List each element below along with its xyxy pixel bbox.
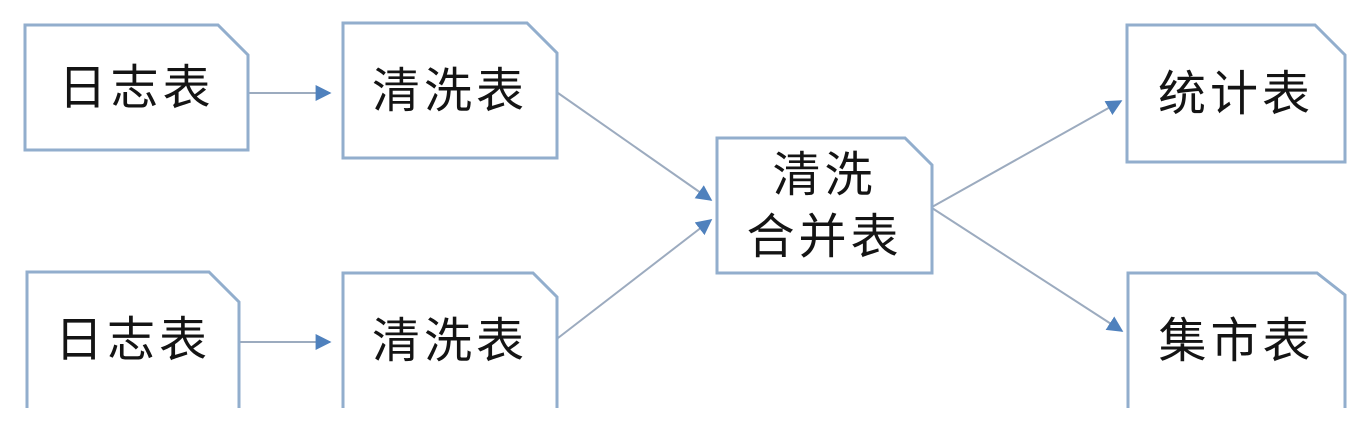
- node-label-clean-merge-line-1: 清洗: [772, 146, 877, 203]
- edge-clean2-to-merge: [557, 219, 713, 339]
- edge-merge-to-mart: [931, 207, 1124, 332]
- node-label-stats-table: 统计表: [1157, 65, 1314, 122]
- node-label-clean-table-1: 清洗表: [371, 62, 528, 119]
- node-label-log-table-2: 日志表: [54, 312, 211, 368]
- node-clean-merge-table: [715, 136, 934, 275]
- node-stats-table: [1125, 23, 1347, 164]
- node-label-log-table-1: 日志表: [58, 59, 215, 116]
- node-label-clean-table-2: 清洗表: [371, 312, 528, 369]
- edge-merge-to-stats: [931, 100, 1123, 208]
- node-label-clean-merge-line-2: 合并表: [746, 208, 903, 265]
- node-clean-table-2: [341, 271, 559, 408]
- node-log-table-2: [25, 270, 241, 408]
- node-label-clean-merge-table: 清洗 合并表: [717, 138, 932, 273]
- node-mart-table: [1126, 271, 1347, 408]
- node-log-table-1: [23, 23, 250, 152]
- node-clean-table-1: [341, 21, 559, 160]
- edge-clean1-to-merge: [557, 92, 713, 201]
- node-label-mart-table: 集市表: [1158, 312, 1315, 369]
